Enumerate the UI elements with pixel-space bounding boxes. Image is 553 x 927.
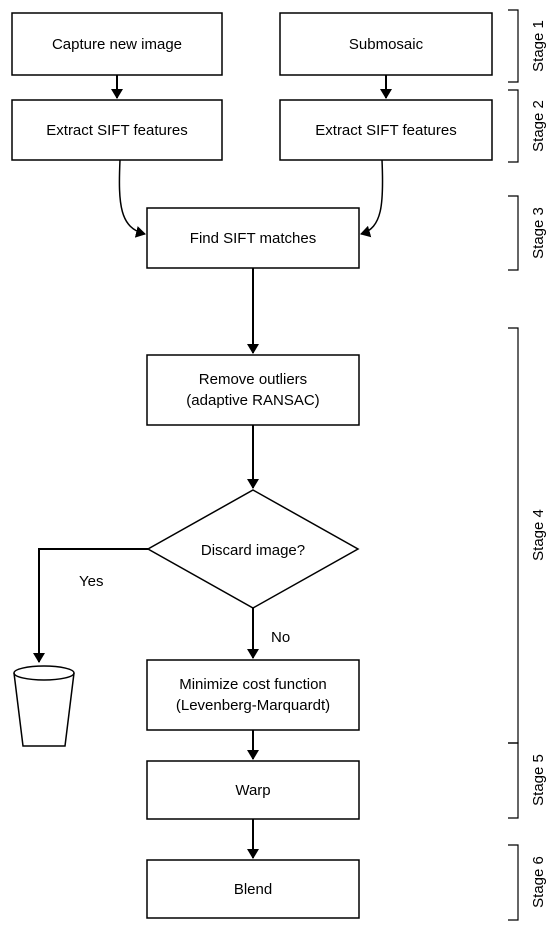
stage-3-label: Stage 3 — [530, 207, 547, 259]
submosaic-box: Submosaic — [279, 12, 493, 76]
arrow-right-extract-to-match — [360, 159, 384, 238]
blend-box: Blend — [146, 859, 360, 919]
minimize-cost-function-box: Minimize cost function (Levenberg-Marqua… — [146, 659, 360, 731]
trash-bin-icon — [13, 665, 75, 747]
stage-1-label: Stage 1 — [530, 20, 547, 72]
submosaic-label: Submosaic — [349, 36, 424, 53]
stage-2-bracket — [508, 89, 519, 163]
stage-4-bracket — [508, 327, 519, 744]
remove-outliers-line1: Remove outliers — [199, 371, 307, 388]
minimize-line2: (Levenberg-Marquardt) — [176, 697, 330, 714]
find-sift-matches-label: Find SIFT matches — [190, 230, 316, 247]
capture-new-image-label: Capture new image — [52, 36, 182, 53]
minimize-line1: Minimize cost function — [179, 676, 327, 693]
arrow-yes-to-trash — [33, 548, 148, 663]
stage-1-bracket — [508, 9, 519, 83]
remove-outliers-line2: (adaptive RANSAC) — [186, 392, 319, 409]
find-sift-matches-box: Find SIFT matches — [146, 207, 360, 269]
stage-4-label: Stage 4 — [530, 509, 547, 561]
discard-image-label: Discard image? — [201, 542, 305, 559]
arrow-left-extract-to-match — [118, 159, 146, 238]
stage-5-label: Stage 5 — [530, 754, 547, 806]
remove-outliers-box: Remove outliers (adaptive RANSAC) — [146, 354, 360, 426]
yes-label: Yes — [79, 573, 103, 590]
blend-label: Blend — [234, 881, 272, 898]
stage-3-bracket — [508, 195, 519, 271]
extract-sift-right-label: Extract SIFT features — [315, 122, 456, 139]
stage-6-bracket — [508, 844, 519, 921]
capture-new-image-box: Capture new image — [11, 12, 223, 76]
stage-6-label: Stage 6 — [530, 856, 547, 908]
warp-label: Warp — [235, 782, 270, 799]
stage-2-label: Stage 2 — [530, 100, 547, 152]
extract-sift-left-label: Extract SIFT features — [46, 122, 187, 139]
stage-5-bracket — [508, 742, 519, 819]
no-label: No — [271, 629, 290, 646]
extract-sift-left-box: Extract SIFT features — [11, 99, 223, 161]
warp-box: Warp — [146, 760, 360, 820]
extract-sift-right-box: Extract SIFT features — [279, 99, 493, 161]
discard-image-decision: Discard image? — [146, 489, 360, 609]
